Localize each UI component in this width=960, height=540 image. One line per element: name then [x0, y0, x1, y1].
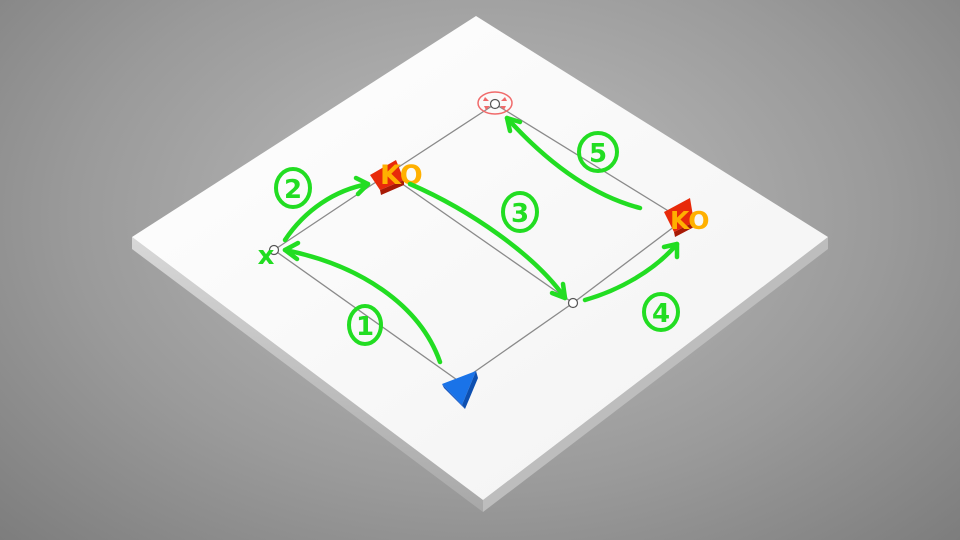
path-node [268, 244, 280, 256]
step-circle-2 [274, 167, 312, 209]
step-number-4: 4 [652, 299, 670, 329]
step-circle-1 [347, 304, 383, 346]
start-marker [442, 371, 478, 409]
ko-label-right: KO [670, 206, 710, 235]
path-edge [459, 302, 574, 383]
board-right-edge [483, 237, 828, 512]
step-number-5: 5 [589, 139, 607, 169]
path-lines [273, 103, 684, 383]
step-number-3: 3 [511, 199, 529, 229]
step-badges: 1 2 3 4 5 [274, 131, 680, 346]
ko-marker-right [664, 198, 694, 237]
step-number-2: 2 [284, 175, 302, 205]
board-surface [132, 16, 828, 500]
path-node [567, 297, 579, 309]
path-edge [387, 173, 574, 304]
arrow-head [353, 175, 371, 197]
arrow-head [661, 241, 680, 260]
board [132, 16, 828, 512]
arrow-step-1 [282, 247, 443, 365]
ko-marker-left [370, 160, 404, 195]
path-node [489, 98, 501, 110]
step-number-1: 1 [356, 312, 374, 342]
path-edge [494, 103, 684, 221]
arrow-head [504, 115, 523, 134]
path-edge [273, 173, 389, 251]
arrow-step-3 [407, 181, 568, 301]
step-circle-3 [501, 191, 539, 233]
step-circle-5 [577, 131, 619, 173]
path-edge [387, 103, 496, 175]
goal-marker [477, 91, 513, 115]
step-circle-4 [642, 292, 680, 332]
arrow-step-4 [582, 241, 680, 303]
arrow-head [549, 281, 568, 301]
arrow-step-2 [282, 181, 371, 243]
path-edge [273, 249, 461, 383]
arrow-head [282, 240, 301, 262]
board-left-edge [132, 237, 483, 512]
arrow-step-5 [504, 115, 643, 211]
annotation-arrows [282, 115, 680, 365]
path-edge [572, 219, 684, 304]
start-x-mark: x [258, 241, 275, 271]
